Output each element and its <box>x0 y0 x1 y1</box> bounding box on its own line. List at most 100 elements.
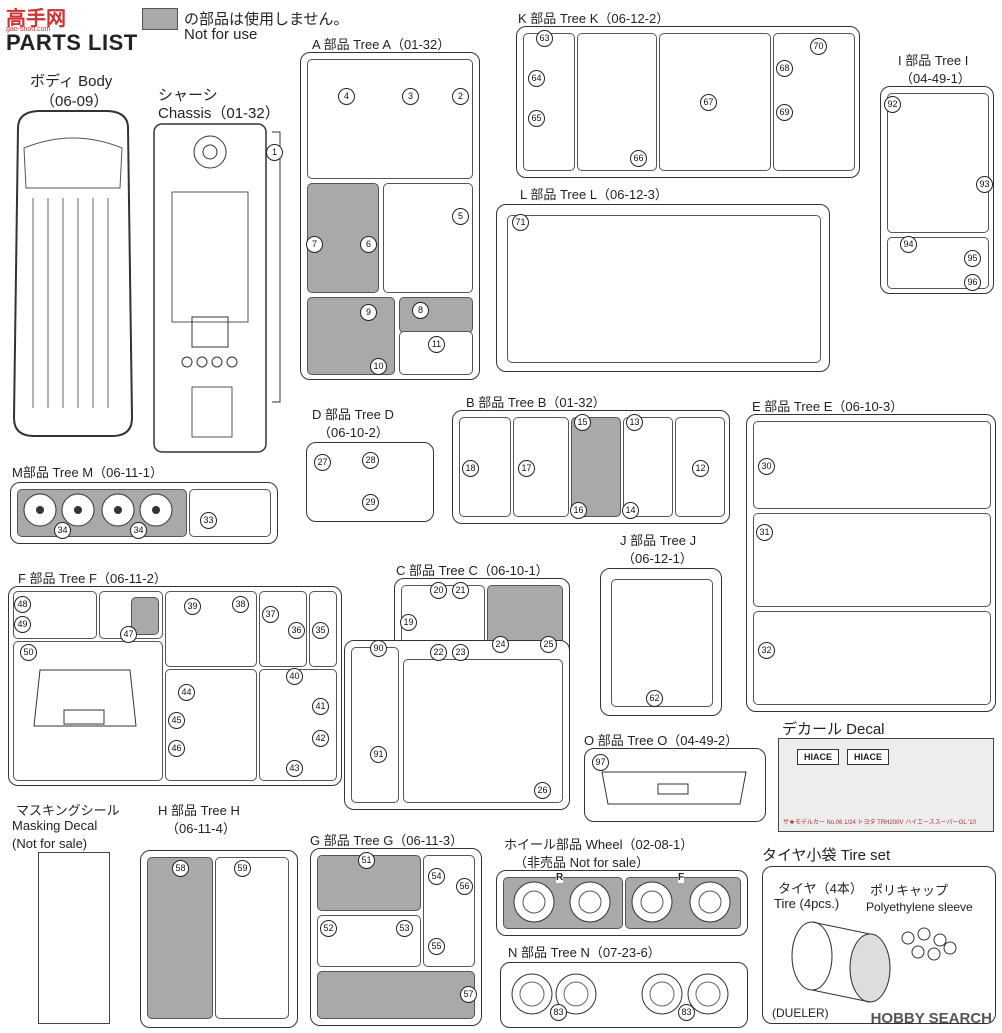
decal-hiace-plate-1: HIACE <box>797 749 839 765</box>
not-for-use-swatch <box>142 8 178 30</box>
part-number: 91 <box>370 746 387 763</box>
part-number: 10 <box>370 358 387 375</box>
part-number: 50 <box>20 644 37 661</box>
tire-set-frame <box>762 866 996 1024</box>
part-number: 5 <box>452 208 469 225</box>
part-number: 27 <box>314 454 331 471</box>
tree-f-frame <box>8 586 342 786</box>
tree-h-title: H 部品 Tree H <box>158 803 240 818</box>
body-drawing <box>12 110 134 437</box>
wheel-mark-f: F <box>678 872 685 883</box>
part-number: 52 <box>320 920 337 937</box>
part-number: 35 <box>312 622 329 639</box>
part-number: 25 <box>540 636 557 653</box>
part-number: 32 <box>758 642 775 659</box>
chassis-drawing <box>153 123 281 453</box>
tree-o-bumper <box>601 771 747 805</box>
part-number: 23 <box>452 644 469 661</box>
body-title: ボディ Body <box>30 73 113 90</box>
cap-label-en: Polyethylene sleeve <box>866 900 973 914</box>
part-number: 92 <box>884 96 901 113</box>
tree-e-cell-2 <box>753 513 991 607</box>
tree-b-title: B 部品 Tree B（01-32） <box>466 395 606 410</box>
site-logo: 高手网 <box>6 6 66 30</box>
part-number: 22 <box>430 644 447 661</box>
tree-f-rear-hatch <box>33 669 137 727</box>
part-number: 55 <box>428 938 445 955</box>
tree-a-cell-5 <box>399 297 473 333</box>
tree-o-title: O 部品 Tree O（04-49-2） <box>584 733 739 748</box>
tree-j-cell <box>611 579 713 707</box>
masking-title-jp: マスキングシール <box>16 803 120 818</box>
tire-drawing <box>791 921 957 1003</box>
part-number: 30 <box>758 458 775 475</box>
part-number: 38 <box>232 596 249 613</box>
cap-label-jp: ポリキャップ <box>870 883 949 898</box>
tree-i-cell-1 <box>887 93 989 233</box>
part-number: 47 <box>120 626 137 643</box>
decal-hiace-plate-2: HIACE <box>847 749 889 765</box>
part-number: 94 <box>900 236 917 253</box>
part-number: 59 <box>234 860 251 877</box>
masking-not-for-sale: (Not for sale) <box>12 836 88 851</box>
part-number: 58 <box>172 860 189 877</box>
tree-k-title: K 部品 Tree K（06-12-2） <box>518 11 670 26</box>
tree-m-cell-2 <box>189 489 271 537</box>
part-number: 65 <box>528 110 545 127</box>
wheel-mark-r: R <box>556 872 564 883</box>
tree-e-frame <box>746 414 996 712</box>
body-code: （06-09） <box>40 93 109 110</box>
site-logo-url: gao-shou.com <box>6 26 51 33</box>
tree-k-cell-2 <box>577 33 657 171</box>
part-number: 42 <box>312 730 329 747</box>
tree-g-title: G 部品 Tree G（06-11-3） <box>310 833 464 848</box>
part-number: 63 <box>536 30 553 47</box>
part-number: 69 <box>776 104 793 121</box>
tree-a-cell-1 <box>307 59 473 179</box>
part-number: 46 <box>168 740 185 757</box>
part-number: 15 <box>574 414 591 431</box>
wheel-not-for-sale: （非売品 Not for sale） <box>514 855 650 870</box>
decal-footer: ザ★モデルカー No.06 1/24 トヨタ TRH200V ハイエーススーパー… <box>783 820 976 826</box>
legend-jp: の部品は使用しません。 <box>184 11 349 28</box>
part-number: 4 <box>338 88 355 105</box>
tree-k-cell-1 <box>523 33 575 171</box>
part-number: 19 <box>400 614 417 631</box>
part-number: 66 <box>630 150 647 167</box>
tree-d-code: （06-10-2） <box>318 425 389 440</box>
part-number: 67 <box>700 94 717 111</box>
tree-l-cell <box>507 215 821 363</box>
part-number: 26 <box>534 782 551 799</box>
tree-b-cell-4 <box>623 417 673 517</box>
masking-sheet <box>38 852 110 1024</box>
part-number: 21 <box>452 582 469 599</box>
tree-l-frame <box>496 204 830 372</box>
part-number: 97 <box>592 754 609 771</box>
part-number: 96 <box>964 274 981 291</box>
part-number: 53 <box>396 920 413 937</box>
tree-n-title: N 部品 Tree N（07-23-6） <box>508 945 661 960</box>
part-number: 43 <box>286 760 303 777</box>
part-number: 28 <box>362 452 379 469</box>
part-number: 40 <box>286 668 303 685</box>
part-number: 11 <box>428 336 445 353</box>
decal-sheet: HIACE HIACE ザ★モデルカー No.06 1/24 トヨタ TRH20… <box>778 738 994 832</box>
tire-label-en: Tire (4pcs.) <box>774 896 840 911</box>
tree-e-cell-1 <box>753 421 991 509</box>
tree-a-frame <box>300 52 480 380</box>
tree-j-title: J 部品 Tree J <box>620 533 697 548</box>
part-number: 29 <box>362 494 379 511</box>
part-number: 33 <box>200 512 217 529</box>
tire-set-title: タイヤ小袋 Tire set <box>762 847 891 864</box>
part-number: 45 <box>168 712 185 729</box>
tree-a-title: A 部品 Tree A（01-32） <box>312 37 451 52</box>
part-number: 3 <box>402 88 419 105</box>
tree-g-cell-4 <box>317 971 475 1019</box>
part-number: 34 <box>54 522 71 539</box>
part-number: 14 <box>622 502 639 519</box>
tree-a-cell-3 <box>383 183 473 293</box>
part-number: 6 <box>360 236 377 253</box>
part-number: 12 <box>692 460 709 477</box>
tree-f-cell-2-grey <box>131 597 159 635</box>
wheel-title: ホイール部品 Wheel（02-08-1） <box>504 837 694 852</box>
